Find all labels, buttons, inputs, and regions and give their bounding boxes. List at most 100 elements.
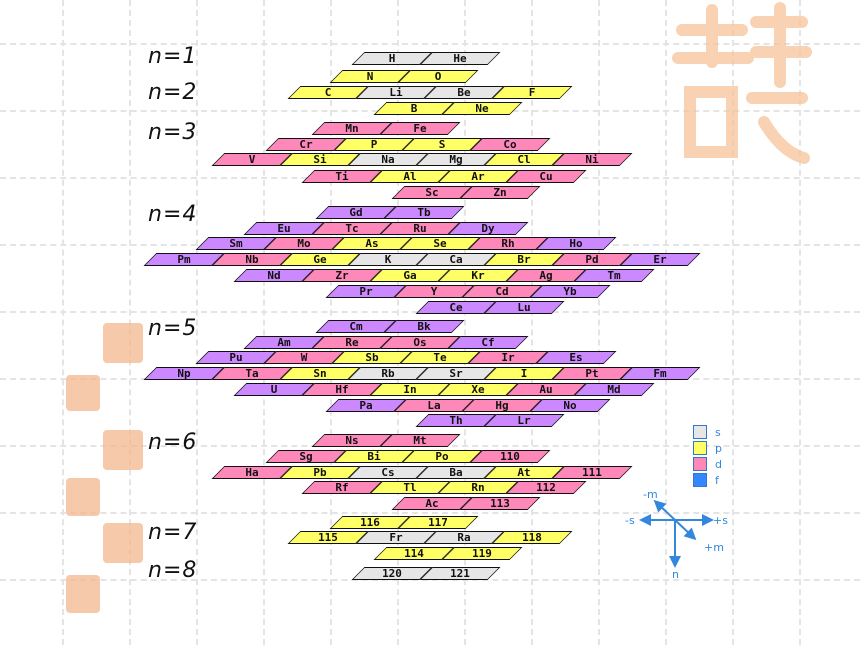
element-symbol: I — [520, 367, 528, 380]
element-symbol: Be — [457, 86, 471, 99]
element-symbol: Ta — [245, 367, 259, 380]
shell-label: n=1 — [148, 44, 198, 69]
element-symbol: Cf — [481, 336, 495, 349]
element-symbol: Gd — [349, 206, 363, 219]
axis-label-plus-m: +m — [704, 541, 724, 554]
decorative-seal-small-6 — [66, 575, 100, 613]
element-symbol: In — [403, 383, 417, 396]
element-symbol: Mg — [449, 153, 463, 166]
element-symbol: Tb — [417, 206, 431, 219]
legend-item: f — [693, 472, 722, 488]
element-symbol: 110 — [500, 450, 520, 463]
element-symbol: Dy — [481, 222, 495, 235]
element-symbol: He — [453, 52, 467, 65]
element-symbol: Md — [607, 383, 621, 396]
element-symbol: F — [528, 86, 536, 99]
element-symbol: Hg — [495, 399, 509, 412]
calligraphy-seal-icon — [672, 2, 812, 164]
decorative-seal-large — [672, 2, 812, 170]
element-symbol: Th — [449, 414, 463, 427]
element-symbol: Se — [433, 237, 447, 250]
element-symbol: Cl — [517, 153, 531, 166]
legend-item: p — [693, 440, 722, 456]
grid-line-horizontal — [0, 43, 860, 45]
element-symbol: Tc — [345, 222, 359, 235]
legend-label: f — [715, 473, 719, 487]
element-symbol: Rn — [471, 481, 485, 494]
element-symbol: Lr — [517, 414, 531, 427]
element-symbol: Ti — [335, 170, 349, 183]
element-symbol: 111 — [582, 466, 602, 479]
shell-label: n=8 — [148, 558, 198, 583]
element-symbol: Os — [413, 336, 427, 349]
shell-label: n=6 — [148, 430, 198, 455]
element-symbol: Tl — [403, 481, 417, 494]
element-symbol: Rh — [501, 237, 515, 250]
element-symbol: Re — [345, 336, 359, 349]
element-symbol: Cd — [495, 285, 509, 298]
legend-swatch — [693, 473, 707, 487]
axis-label-minus-s: -s — [625, 514, 635, 527]
element-symbol: Ra — [457, 531, 471, 544]
element-symbol: O — [434, 70, 442, 83]
legend-label: s — [715, 425, 721, 439]
element-symbol: P — [370, 138, 378, 151]
element-symbol: Ac — [425, 497, 439, 510]
element-symbol: Eu — [277, 222, 291, 235]
element-symbol: Fm — [653, 367, 667, 380]
element-symbol: Fr — [389, 531, 403, 544]
grid-line-vertical — [62, 0, 64, 645]
axis-label-minus-m: -m — [643, 488, 658, 501]
element-symbol: La — [427, 399, 441, 412]
element-symbol: Hf — [335, 383, 349, 396]
shell-label: n=7 — [148, 520, 198, 545]
element-symbol: 116 — [360, 516, 380, 529]
element-symbol: No — [563, 399, 577, 412]
element-symbol: Mt — [413, 434, 427, 447]
element-symbol: Ar — [471, 170, 485, 183]
element-symbol: Pt — [585, 367, 599, 380]
element-symbol: Ne — [475, 102, 489, 115]
element-symbol: Rb — [381, 367, 395, 380]
shell-label: n=3 — [148, 120, 198, 145]
grid-line-horizontal — [0, 579, 860, 581]
element-symbol: Pr — [359, 285, 373, 298]
element-symbol: Er — [653, 253, 667, 266]
element-symbol: Np — [177, 367, 191, 380]
grid-line-vertical — [263, 0, 265, 645]
element-symbol: Ag — [539, 269, 553, 282]
element-symbol: As — [365, 237, 379, 250]
element-symbol: Rf — [335, 481, 349, 494]
decorative-seal-small-2 — [66, 375, 100, 411]
decorative-seal-small-4 — [66, 478, 100, 516]
element-symbol: 112 — [536, 481, 556, 494]
element-symbol: Sg — [299, 450, 313, 463]
element-symbol: Ge — [313, 253, 327, 266]
element-symbol: Zn — [493, 186, 507, 199]
element-symbol: Es — [569, 351, 583, 364]
element-symbol: Ns — [345, 434, 359, 447]
element-symbol: 113 — [490, 497, 510, 510]
element-symbol: Ce — [449, 301, 463, 314]
element-symbol: Po — [435, 450, 449, 463]
element-symbol: 118 — [522, 531, 542, 544]
element-symbol: Ni — [585, 153, 599, 166]
decorative-seal-small-1 — [103, 323, 143, 363]
element-symbol: Bk — [417, 320, 431, 333]
element-symbol: Li — [389, 86, 403, 99]
legend-swatch — [693, 457, 707, 471]
element-symbol: 120 — [382, 567, 402, 580]
element-symbol: Ca — [449, 253, 463, 266]
element-symbol: 119 — [472, 547, 492, 560]
element-symbol: Pa — [359, 399, 373, 412]
grid-line-vertical — [799, 0, 801, 645]
element-symbol: Ir — [501, 351, 515, 364]
element-symbol: Am — [277, 336, 291, 349]
axis-label-plus-s: +s — [713, 514, 728, 527]
element-symbol: H — [388, 52, 396, 65]
element-symbol: Cs — [381, 466, 395, 479]
element-symbol: Sr — [449, 367, 463, 380]
grid-line-vertical — [464, 0, 466, 645]
element-symbol: Br — [517, 253, 531, 266]
legend-swatch — [693, 425, 707, 439]
